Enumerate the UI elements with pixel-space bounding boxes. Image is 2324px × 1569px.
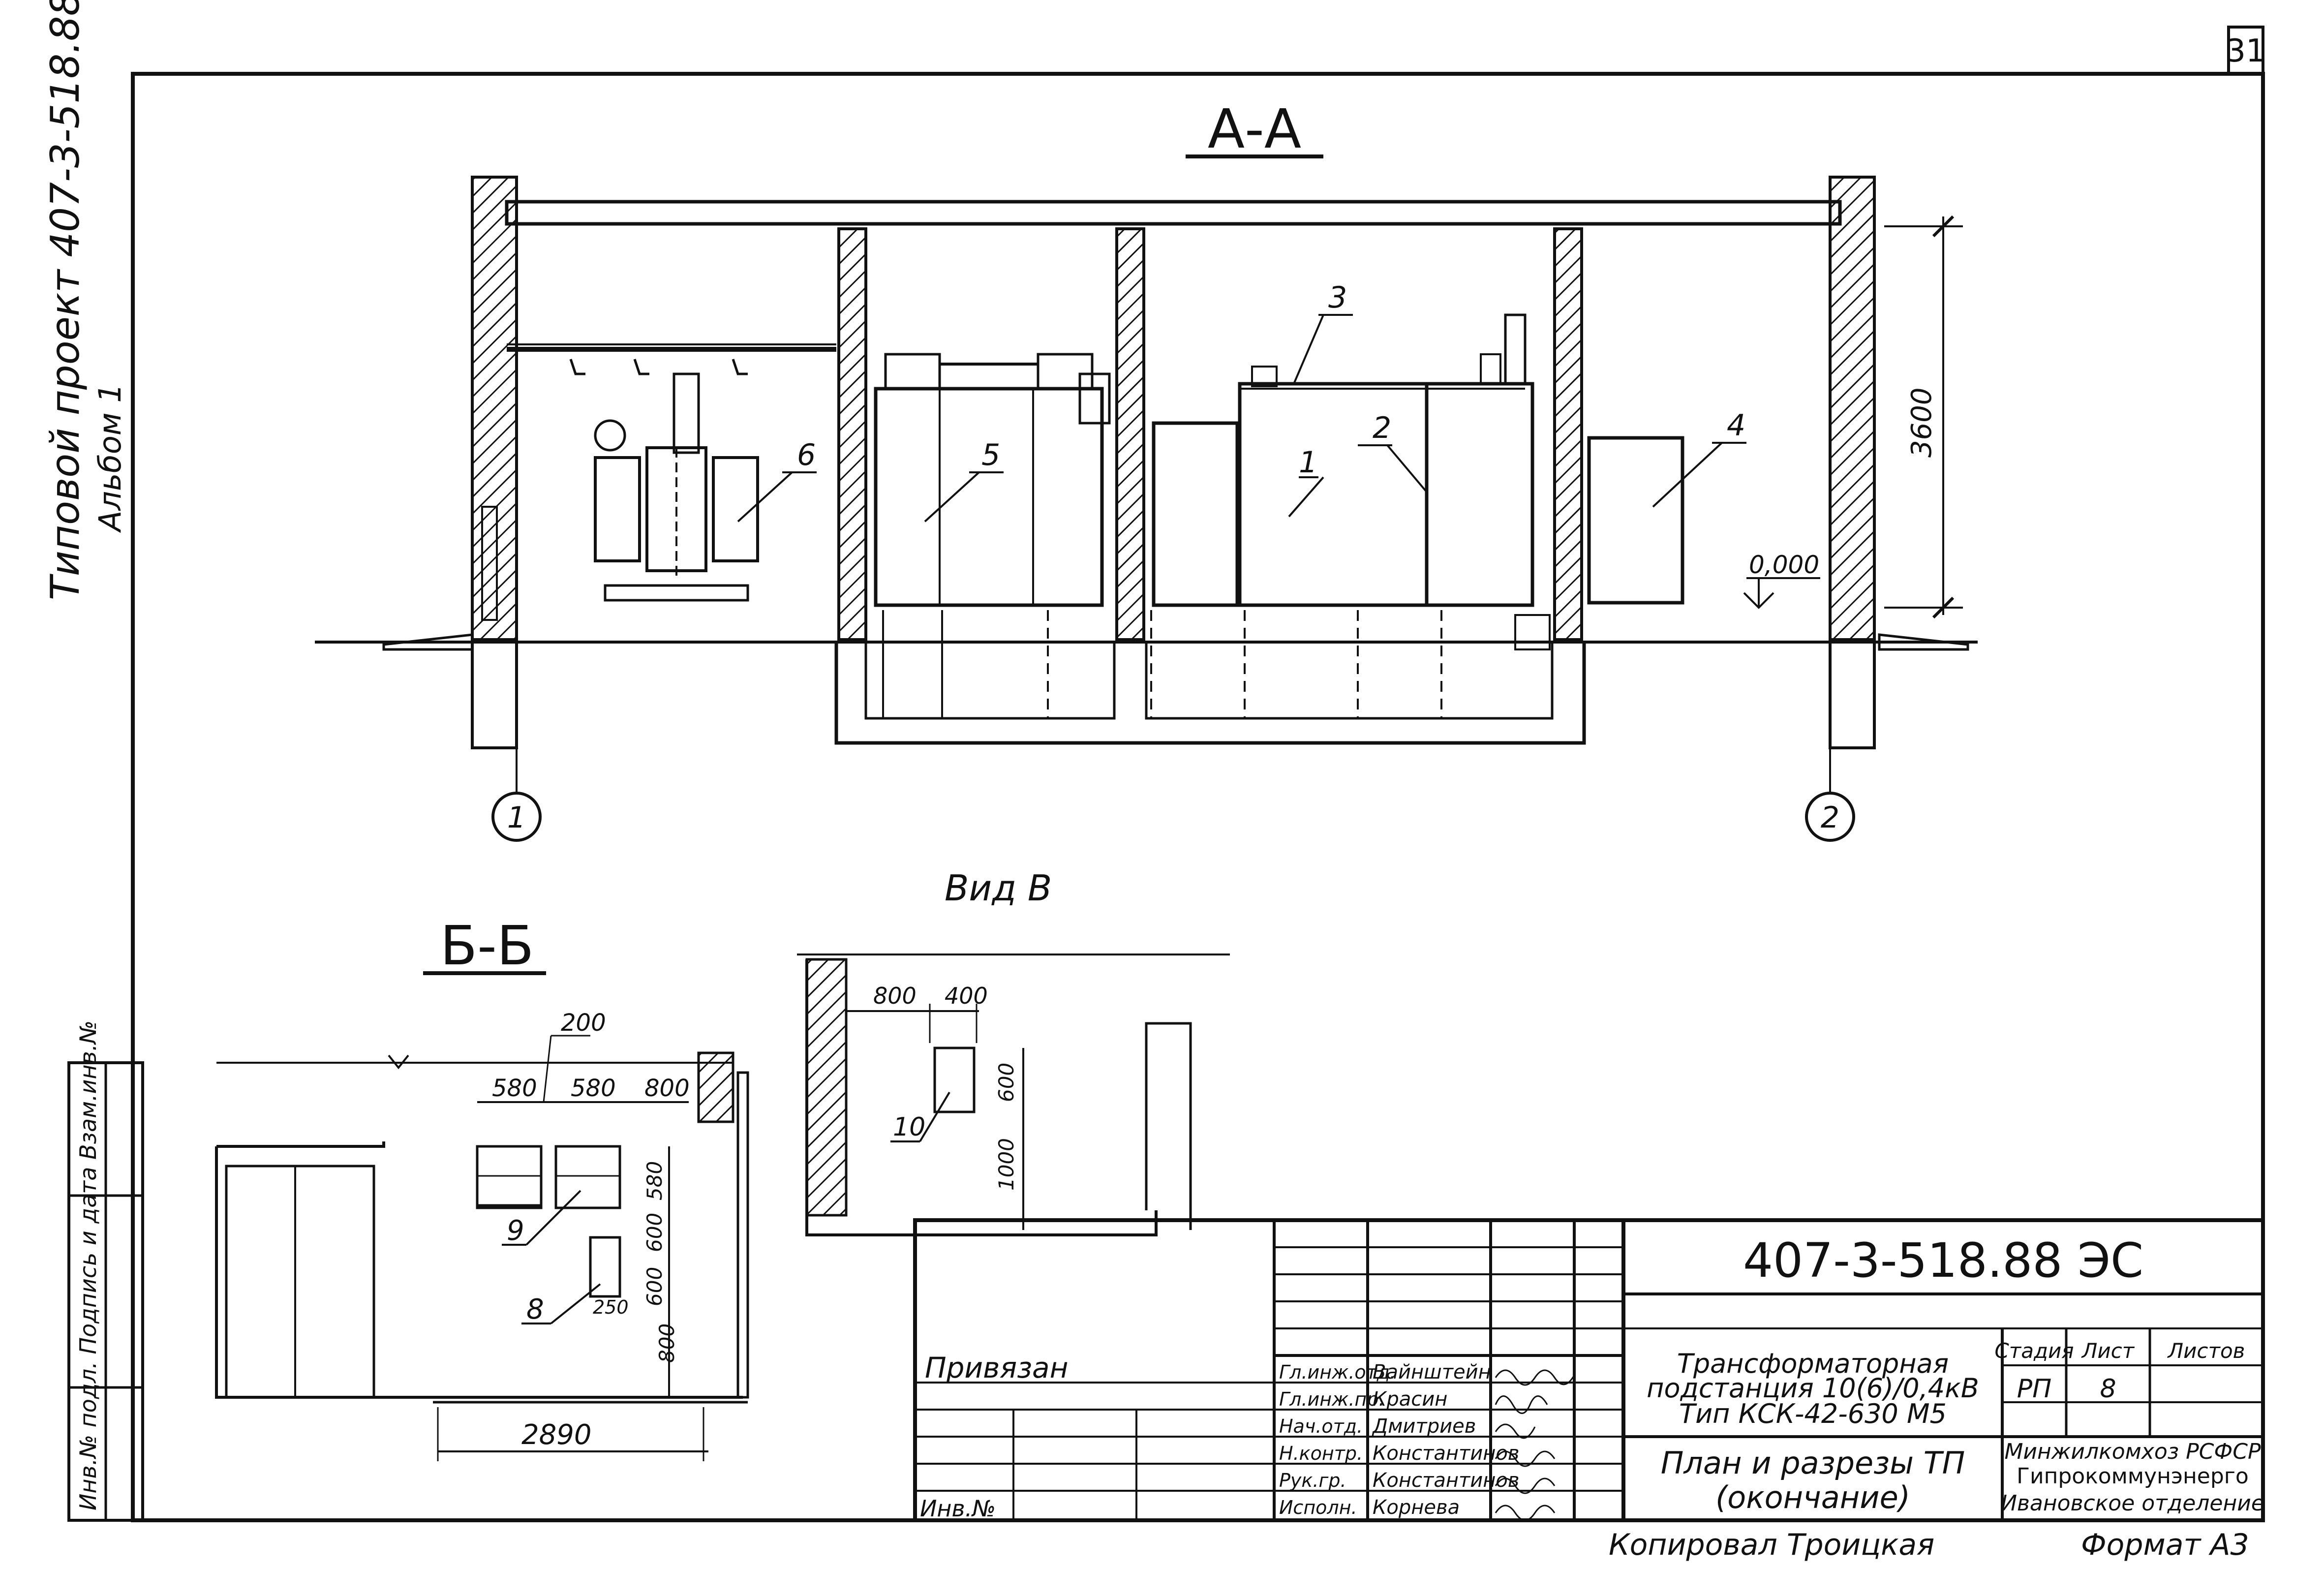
sheets-label: Листов (2167, 1339, 2245, 1363)
axis-marker-1: 1 (491, 748, 542, 842)
bb-dim-v580: 580 (642, 1161, 667, 1200)
inv-no-label: Инв.№ (920, 1495, 996, 1522)
sheet-label: Лист (2081, 1339, 2135, 1363)
left-strip-text: Инв.№ подл. Подпись и дата Взам.инв.№ (75, 1020, 101, 1510)
org-line3: Ивановское отделение (2001, 1491, 2264, 1516)
aa-callouts: 1 2 3 4 5 6 (737, 280, 1746, 523)
bb-dim-v800: 800 (655, 1323, 679, 1363)
name-0: Вайнштейн (1373, 1361, 1491, 1384)
left-outer-wall (471, 176, 518, 641)
callout-8: 8 (526, 1293, 544, 1325)
side-project-text: Типовой проект 407-3-518.88 (42, 0, 88, 600)
sheet-format: Формат А3 (2081, 1528, 2249, 1562)
level-0000: 0,000 (1749, 551, 1819, 579)
sheet-value: 8 (2100, 1374, 2116, 1404)
equipment-1-2-3 (1152, 313, 1551, 650)
bb-dim-2890: 2890 (521, 1419, 592, 1451)
org-line2: Гипрокоммунэнерго (2017, 1464, 2249, 1489)
page-number: 31 (2226, 33, 2265, 69)
title-line2: подстанция 10(6)/0,4кВ (1647, 1373, 1979, 1404)
callout-5: 5 (981, 438, 1000, 472)
callout-1: 1 (1299, 445, 1317, 480)
v-dim-400: 400 (945, 983, 988, 1009)
role-5: Исполн. (1279, 1497, 1357, 1518)
axis-marker-2: 2 (1805, 748, 1855, 842)
subtitle-line1: План и разрезы ТП (1661, 1445, 1965, 1481)
callout-9: 9 (507, 1215, 524, 1247)
sheet-frame: 31 (131, 26, 2266, 1522)
side-project-label: Типовой проект 407-3-518.88 Альбом 1 (42, 0, 128, 600)
v-dim-600: 600 (994, 1063, 1018, 1102)
section-aa: А-А (315, 97, 1978, 842)
side-album-text: Альбом 1 (92, 383, 128, 533)
v-dim-800: 800 (873, 983, 917, 1009)
callout-2: 2 (1373, 411, 1391, 445)
title-line1: Трансформаторная (1677, 1348, 1949, 1379)
bb-dim-200: 200 (561, 1009, 606, 1037)
left-stamp-strip: Инв.№ подл. Подпись и дата Взам.инв.№ (67, 1020, 144, 1522)
doc-code: 407-3-518.88 ЭС (1743, 1233, 2143, 1288)
role-4: Рук.гр. (1279, 1470, 1346, 1491)
svg-text:1: 1 (507, 800, 526, 835)
v-dim-1000: 1000 (994, 1138, 1018, 1191)
bb-dim-800: 800 (644, 1075, 690, 1102)
org-line1: Минжилкомхоз РСФСР (2004, 1439, 2261, 1464)
section-bb: Б-Б 580 580 800 200 580 600 600 800 250 (215, 914, 749, 1461)
bb-dim-250: 250 (593, 1296, 629, 1318)
aa-height-dimension: 3600 (1884, 215, 1963, 619)
cabinet-4 (1587, 436, 1684, 605)
section-aa-title: А-А (1208, 97, 1301, 160)
view-v: Вид В 800 400 600 1000 10 (797, 867, 1230, 1236)
aa-height-3600: 3600 (1906, 387, 1938, 458)
stage-value: РП (2017, 1374, 2051, 1404)
name-4: Константинов (1373, 1469, 1519, 1492)
title-line3: Тип КСК-42-630 М5 (1679, 1398, 1947, 1429)
name-1: Красин (1373, 1388, 1447, 1411)
stage-label: Стадия (1994, 1339, 2074, 1363)
callout-6: 6 (797, 438, 816, 472)
name-2: Дмитриев (1372, 1415, 1476, 1438)
transformer-6 (481, 343, 836, 621)
right-outer-wall (1829, 176, 1876, 641)
bb-dim-580a: 580 (492, 1075, 537, 1102)
callout-4: 4 (1727, 408, 1745, 443)
view-v-title: Вид В (945, 867, 1052, 909)
role-0: Гл.инж.отд. (1279, 1361, 1396, 1383)
section-bb-title: Б-Б (440, 914, 534, 977)
name-3: Константинов (1373, 1442, 1519, 1465)
role-2: Нач.отд. (1279, 1415, 1363, 1437)
copied-by: Копировал Троицкая (1609, 1528, 1934, 1562)
level-mark: 0,000 (1743, 551, 1820, 609)
callout-10: 10 (893, 1112, 925, 1142)
panel-5 (874, 353, 1111, 607)
role-3: Н.контр. (1279, 1443, 1363, 1464)
title-block: Привязан Инв.№ Гл.инж.отд. Вайнштейн Гл.… (913, 1218, 2265, 1522)
name-5: Корнева (1373, 1496, 1460, 1519)
svg-text:2: 2 (1821, 800, 1839, 835)
bb-dim-v600b: 600 (642, 1267, 667, 1306)
subtitle-line2: (окончание) (1715, 1479, 1910, 1515)
callout-3: 3 (1328, 280, 1347, 315)
bound-label: Привязан (925, 1351, 1069, 1384)
bb-dim-v600a: 600 (642, 1213, 667, 1252)
role-1: Гл.инж.пр. (1279, 1388, 1384, 1410)
bb-dim-580b: 580 (571, 1075, 616, 1102)
